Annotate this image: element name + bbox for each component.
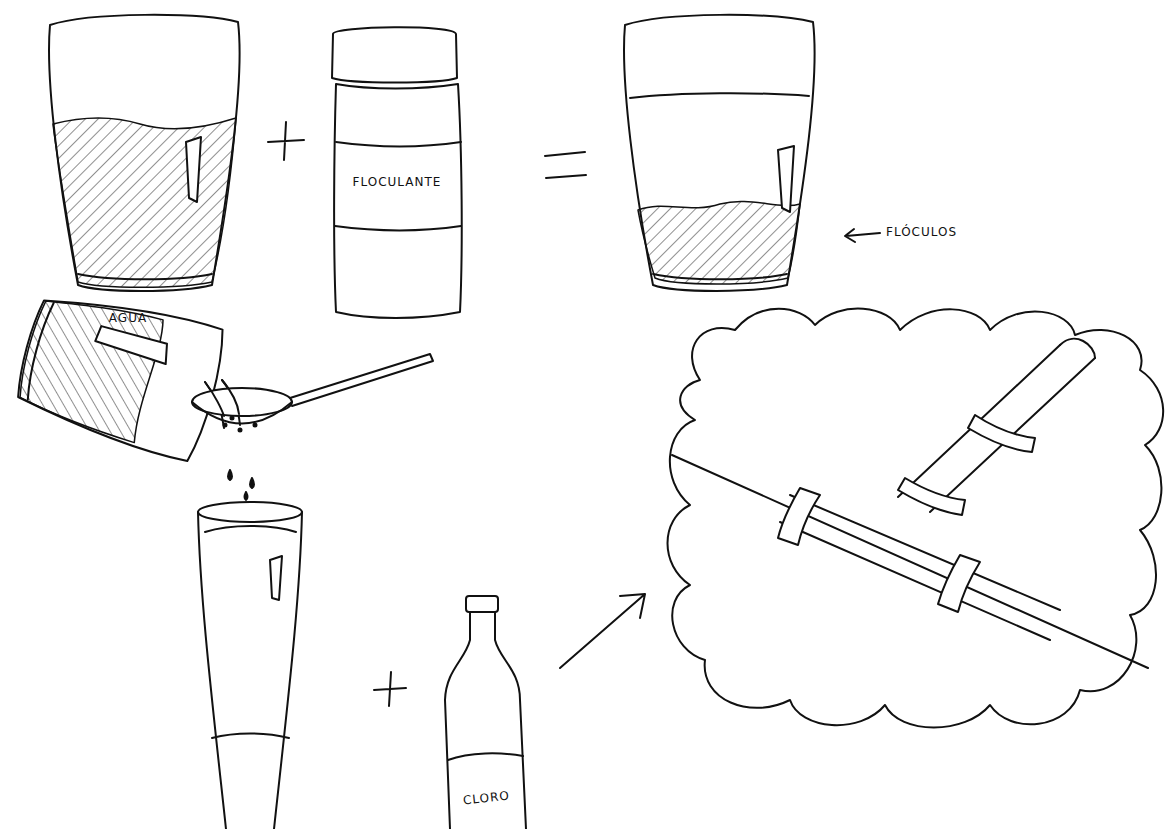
glass-label: AGUA <box>109 312 147 325</box>
jar-label: FLOCULANTE <box>353 176 442 189</box>
bottle-label: CLORO <box>462 790 510 808</box>
floc-label: FLÓCULOS <box>886 226 957 239</box>
